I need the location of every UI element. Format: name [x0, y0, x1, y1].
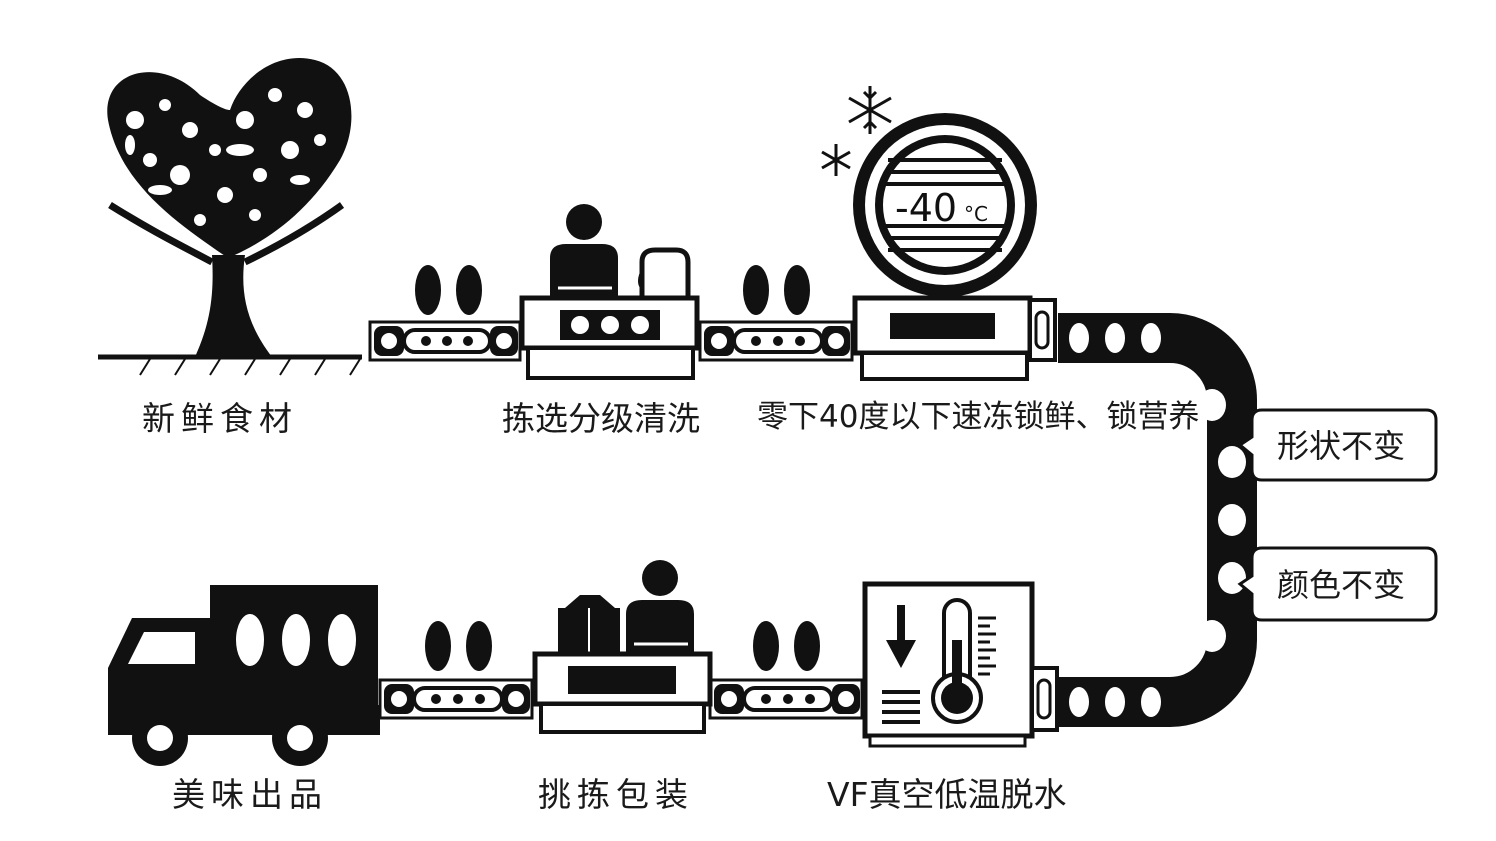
- box-icon: [558, 595, 620, 658]
- worker-icon: [566, 204, 602, 240]
- conveyor-u-turn: [1058, 313, 1257, 727]
- step-label-ship: 美味出品: [172, 775, 328, 814]
- fruit-tree-icon: [98, 58, 362, 376]
- step-label-freeze: 零下40度以下速冻锁鲜、锁营养: [757, 399, 1200, 435]
- truck-icon: [108, 585, 380, 766]
- freezer-temp-unit: °C: [964, 202, 988, 226]
- step-label-fresh: 新鲜食材: [142, 399, 298, 438]
- step-label-pack: 挑拣包装: [538, 775, 694, 814]
- step-label-sort: 拣选分级清洗: [502, 399, 700, 438]
- freezer-icon: -40 °C: [852, 113, 1057, 381]
- callout-color-text: 颜色不变: [1277, 566, 1405, 604]
- conveyor-bottom-1: [378, 621, 534, 720]
- worker-icon: [642, 560, 678, 596]
- freezer-temp-value: -40: [895, 186, 957, 230]
- faucet-icon: [639, 247, 691, 300]
- dryer-icon: [862, 581, 1059, 748]
- thermometer-icon: [931, 598, 996, 724]
- callout-color: 颜色不变: [1237, 546, 1438, 622]
- sorting-station: [519, 204, 700, 380]
- down-arrow-icon: [886, 605, 916, 668]
- conveyor-top-1: [368, 265, 522, 362]
- conveyor-top-2: [698, 265, 854, 362]
- step-label-dry: VF真空低温脱水: [827, 775, 1067, 814]
- packing-station: [532, 560, 713, 734]
- callout-shape-text: 形状不变: [1277, 427, 1405, 465]
- conveyor-bottom-2: [708, 621, 864, 720]
- callout-shape: 形状不变: [1237, 408, 1438, 482]
- snowflake-icon: [821, 86, 892, 176]
